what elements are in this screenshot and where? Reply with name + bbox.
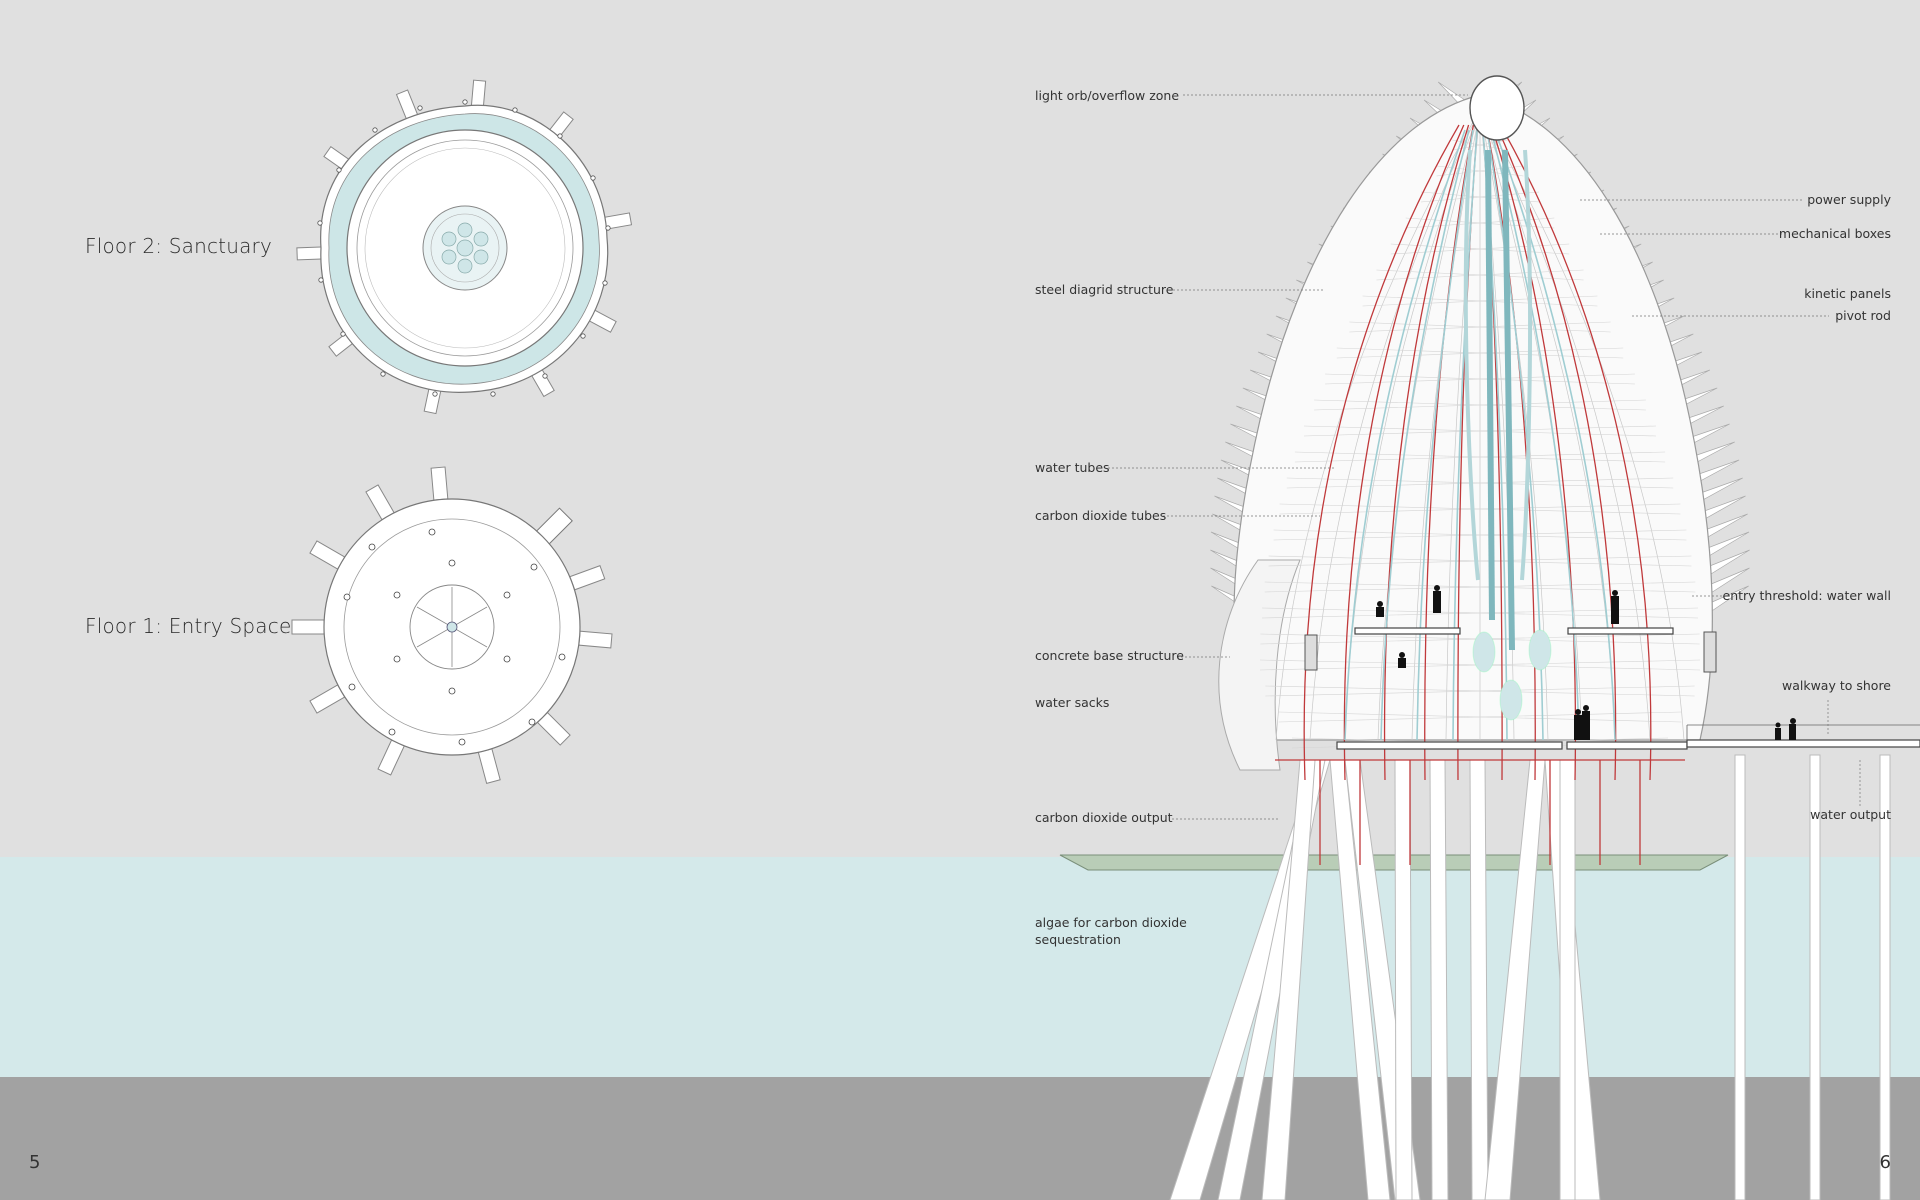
callout-mechanical-boxes: mechanical boxes <box>1778 226 1891 241</box>
callout-water-output: water output <box>1810 807 1891 822</box>
water-band <box>0 857 1920 1077</box>
water-tubes <box>1344 129 1616 741</box>
callout-entry-threshold: entry threshold: water wall <box>1722 588 1892 603</box>
callout-co2-tubes: carbon dioxide tubes <box>1035 508 1167 523</box>
page-number-right: 6 <box>1879 1152 1891 1173</box>
callout-power-supply: power supply <box>1807 192 1891 207</box>
callout-concrete-base: concrete base structure <box>1035 648 1184 663</box>
callout-light-orb: light orb/overflow zone <box>1035 88 1180 103</box>
floor2-title: Floor 2: Sanctuary <box>85 234 272 258</box>
light-orb <box>1469 75 1525 141</box>
callout-kinetic-panels: kinetic panels <box>1804 286 1891 301</box>
stilts <box>1169 754 1891 1200</box>
callout-water-tubes: water tubes <box>1035 460 1110 475</box>
water-wall-right <box>1703 631 1717 673</box>
people-silhouettes <box>1376 585 1796 740</box>
callout-water-sacks: water sacks <box>1035 695 1110 710</box>
callout-algae-line1: algae for carbon dioxide <box>1035 915 1187 930</box>
walkway-railing <box>1686 724 1920 740</box>
platforms <box>1336 627 1920 750</box>
algae-bed <box>1059 854 1729 871</box>
callout-steel-diagrid: steel diagrid structure <box>1035 282 1174 297</box>
leader-lines <box>1108 94 1861 820</box>
floor2-plan <box>296 79 633 415</box>
floor1-plan <box>291 466 613 784</box>
page-number-left: 5 <box>29 1152 41 1173</box>
callout-co2-output: carbon dioxide output <box>1035 810 1173 825</box>
floor1-title: Floor 1: Entry Space <box>85 614 292 638</box>
callout-algae-line2: sequestration <box>1035 932 1121 947</box>
callout-walkway: walkway to shore <box>1781 678 1891 693</box>
water-wall-left <box>1304 634 1318 671</box>
ground-band <box>0 1077 1920 1200</box>
callout-pivot-rod: pivot rod <box>1835 308 1891 323</box>
tower-envelope <box>1233 94 1713 741</box>
central-tubes <box>1463 149 1552 721</box>
